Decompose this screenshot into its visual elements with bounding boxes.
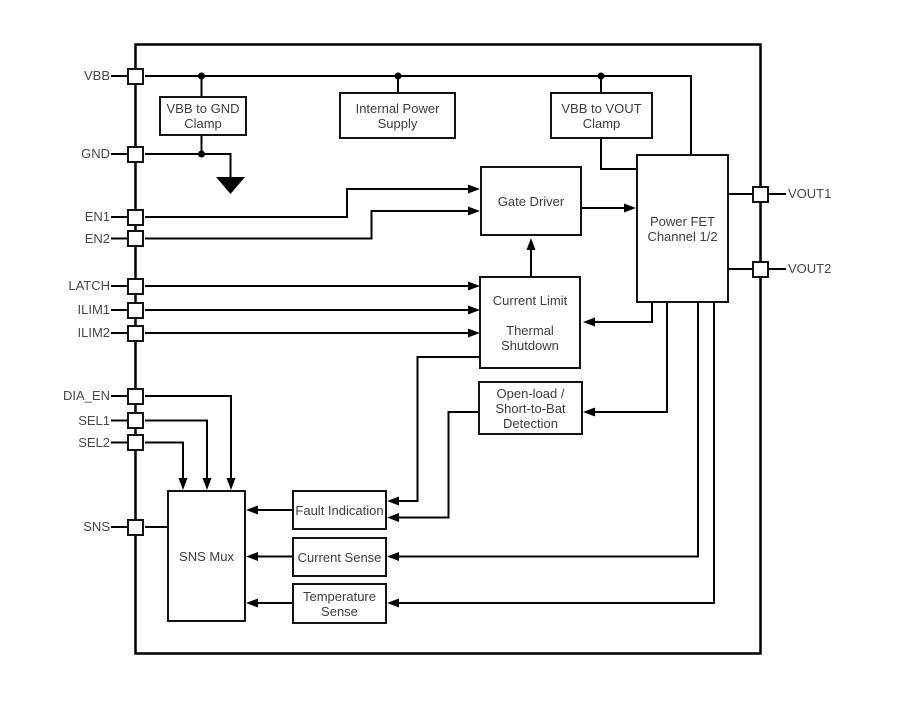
wire-dia-en xyxy=(145,395,232,480)
pin-gnd xyxy=(127,145,144,163)
block-temperature-sense: Temperature Sense xyxy=(292,583,387,624)
pin-label-sel1: SEL1 xyxy=(78,412,110,428)
block-fault-indication: Fault Indication xyxy=(292,490,387,530)
arrowhead-ilim1 xyxy=(468,305,480,315)
pin-ilim2 xyxy=(127,324,144,342)
block-sns-mux-label: SNS Mux xyxy=(179,548,234,564)
arrowhead-fet-to-limit xyxy=(583,317,595,327)
wire-sel1 xyxy=(145,419,208,480)
block-sns-mux: SNS Mux xyxy=(167,490,246,622)
wire-fet-to-current-sense xyxy=(397,302,699,558)
pin-latch xyxy=(127,277,144,295)
block-vbb-gnd-clamp: VBB to GND Clamp xyxy=(159,96,247,136)
arrowheads xyxy=(178,184,636,608)
arrowhead-en1 xyxy=(468,184,480,194)
arrowhead-en2 xyxy=(468,206,480,216)
junction-dots xyxy=(198,72,605,158)
block-vbb-vout-clamp-label: VBB to VOUT Clamp xyxy=(561,100,642,131)
wire-en1 xyxy=(145,188,470,218)
pin-label-gnd: GND xyxy=(81,146,110,161)
block-current-sense-label: Current Sense xyxy=(297,549,382,565)
wire-current-limit-to-fault xyxy=(397,356,479,502)
block-gate-driver-label: Gate Driver xyxy=(497,193,565,209)
pin-label-ilim1: ILIM1 xyxy=(77,302,110,317)
arrowhead-latch xyxy=(468,281,480,291)
block-open-load-detection: Open-load / Short-to-Bat Detection xyxy=(478,381,583,435)
arrowhead-fault-to-mux xyxy=(246,505,258,515)
pin-label-vout2: VOUT2 xyxy=(788,261,832,276)
ground-symbol xyxy=(216,177,245,194)
pin-sns xyxy=(127,518,144,536)
pin-label-ilim2: ILIM2 xyxy=(77,325,110,340)
block-power-fet: Power FET Channel 1/2 xyxy=(636,154,729,303)
arrowhead-dia-en-to-mux xyxy=(226,478,236,490)
block-internal-power-supply-label: Internal Power Supply xyxy=(355,100,440,131)
arrowhead-fet-to-openload xyxy=(583,407,595,417)
arrowhead-sel1-to-mux xyxy=(202,478,212,490)
wire-fet-to-current-limit xyxy=(592,302,653,323)
arrowhead-temp-sense-to-mux xyxy=(246,598,258,608)
arrowhead-fet-to-current-sense xyxy=(387,552,399,561)
pin-sel1 xyxy=(127,412,144,429)
pin-en2 xyxy=(127,230,144,247)
wire-vbb-vout-clamp-bottom xyxy=(600,138,636,170)
arrowhead-ilim2 xyxy=(468,328,480,338)
arrowhead-current-sense-to-mux xyxy=(246,552,258,561)
block-vbb-gnd-clamp-label: VBB to GND Clamp xyxy=(166,101,240,131)
wire-fet-to-temp-sense xyxy=(397,302,715,604)
pin-sel2 xyxy=(127,434,144,451)
wire-gnd xyxy=(145,153,232,177)
pin-label-en1: EN1 xyxy=(84,209,110,224)
block-internal-power-supply: Internal Power Supply xyxy=(339,92,456,139)
pin-vout2 xyxy=(752,260,769,278)
pin-vbb xyxy=(127,67,144,85)
wire-open-load-to-fault xyxy=(397,411,479,519)
arrowhead-openload-to-fault xyxy=(387,513,399,522)
arrowhead-gate-to-fet xyxy=(624,203,636,213)
pin-label-sns: SNS xyxy=(83,519,110,534)
device-outline xyxy=(134,43,762,655)
block-vbb-vout-clamp: VBB to VOUT Clamp xyxy=(550,92,653,139)
block-temperature-sense-label: Temperature Sense xyxy=(303,588,376,619)
arrowhead-sel2-to-mux xyxy=(178,478,188,490)
wire-en2 xyxy=(145,210,470,240)
block-current-sense: Current Sense xyxy=(292,537,387,577)
block-open-load-label: Open-load / Short-to-Bat Detection xyxy=(495,385,566,431)
block-current-limit-label: Current Limit Thermal Shutdown xyxy=(492,292,568,353)
pin-connector-dashes xyxy=(111,75,786,528)
block-power-fet-label: Power FET Channel 1/2 xyxy=(647,213,718,244)
wire-vbb-rail xyxy=(145,75,692,154)
pin-vout1 xyxy=(752,185,769,203)
pin-ilim1 xyxy=(127,301,144,319)
wire-sel2 xyxy=(145,441,184,480)
pin-dia-en xyxy=(127,387,144,405)
pin-label-sel2: SEL2 xyxy=(78,434,110,450)
block-current-limit-thermal-shutdown: Current Limit Thermal Shutdown xyxy=(479,276,581,369)
pin-label-vout1: VOUT1 xyxy=(788,186,832,201)
arrowhead-limit-to-fault xyxy=(387,496,399,506)
pin-label-en2: EN2 xyxy=(84,230,110,246)
pin-en1 xyxy=(127,208,144,226)
arrowhead-fet-to-temp-sense xyxy=(387,598,399,608)
pin-label-vbb: VBB xyxy=(83,68,110,83)
wire-fet-to-open-load xyxy=(592,302,668,413)
block-gate-driver: Gate Driver xyxy=(480,166,582,236)
arrowhead-limit-to-gate xyxy=(526,238,536,250)
pin-label-latch: LATCH xyxy=(68,278,110,293)
pin-label-dia-en: DIA_EN xyxy=(63,388,110,403)
block-fault-indication-label: Fault Indication xyxy=(295,502,384,518)
